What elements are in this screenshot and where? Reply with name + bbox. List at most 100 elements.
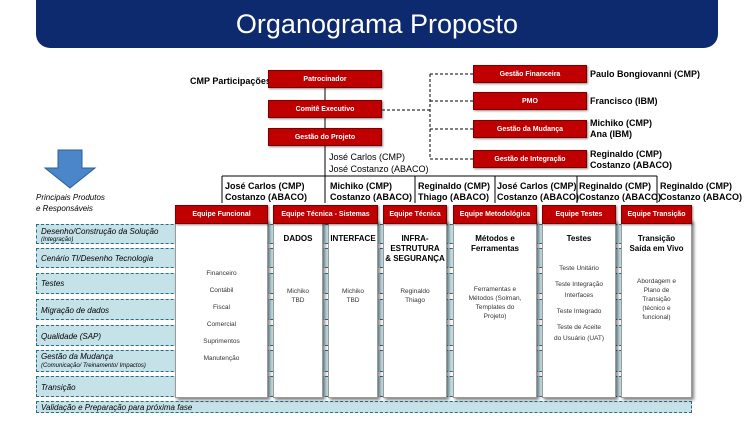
product-item: Thiago bbox=[405, 297, 425, 304]
legend: Principais Produtos e Responsáveis bbox=[36, 192, 105, 214]
transition-column: Transição Saída em Vivo Abordagem e Plan… bbox=[621, 220, 692, 398]
team-lead: José Carlos (CMP) bbox=[497, 181, 577, 191]
product-item: Financeiro bbox=[206, 270, 237, 277]
phase-sublabel: (Comunicação/ Treinamento/ Impactos) bbox=[41, 363, 146, 369]
interface-items: Michiko TBD bbox=[329, 287, 377, 305]
data-heading: DADOS bbox=[283, 234, 313, 243]
phase-label: Testes bbox=[41, 279, 65, 288]
phase-label: Cenário TI/Desenho Tecnologia bbox=[41, 254, 154, 263]
phase-label: Validação e Preparação para próxima fase bbox=[41, 403, 193, 412]
heading-line: Ferramentas bbox=[470, 244, 520, 253]
team-lead: Costanzo (ABACO) bbox=[497, 192, 579, 202]
legend-line: e Responsáveis bbox=[36, 204, 93, 213]
product-item: do Usuário (UAT) bbox=[553, 335, 605, 342]
product-item: Ferramentas e bbox=[473, 286, 517, 293]
phase-label: Transição bbox=[41, 383, 76, 392]
product-item: Teste Unitário bbox=[559, 265, 599, 272]
methodology-items: Ferramentas e Métodos (Solman, Templates… bbox=[454, 285, 536, 321]
phase-row: Validação e Preparação para próxima fase bbox=[36, 401, 692, 413]
product-item: Michiko bbox=[286, 288, 310, 295]
product-item: Teste Integração bbox=[554, 281, 604, 288]
product-item: Comercial bbox=[206, 321, 237, 328]
infrastructure-heading: INFRA- ESTRUTURA & SEGURANÇA bbox=[384, 234, 446, 264]
heading-line: Saída em Vivo bbox=[629, 244, 684, 253]
phase-label: Gestão da Mudança bbox=[41, 352, 114, 361]
integration-management-box: Gestão de Integração bbox=[473, 150, 587, 168]
product-item: Projeto) bbox=[483, 313, 507, 320]
data-column: DADOS Michiko TBD bbox=[273, 220, 323, 398]
phase-label: Migração de dados bbox=[41, 306, 110, 315]
pmo-box: PMO bbox=[473, 92, 587, 110]
testing-items: Teste Unitário Teste Integração Interfac… bbox=[543, 263, 615, 344]
heading-line: INFRA- bbox=[401, 234, 429, 243]
product-item: Abordagem e bbox=[636, 278, 677, 285]
project-management-box: Gestão do Projeto bbox=[268, 128, 382, 146]
team-lead: Reginaldo (CMP) bbox=[660, 181, 732, 191]
product-item: TBD bbox=[346, 297, 360, 304]
technical-team-box: Equipe Técnica bbox=[383, 205, 447, 224]
team-lead: José Carlos (CMP) bbox=[225, 181, 305, 191]
product-item: Transição bbox=[642, 296, 671, 303]
sponsor-org-label: CMP Participações bbox=[190, 76, 271, 86]
phase-sublabel: (Integração) bbox=[41, 237, 74, 243]
change-management-box: Gestão da Mudança bbox=[473, 120, 587, 138]
transition-items: Abordagem e Plano de Transição (técnico … bbox=[622, 277, 691, 322]
product-item: Métodos (Solman, bbox=[468, 295, 522, 302]
testing-team-box: Equipe Testes bbox=[542, 205, 616, 224]
product-item: Plano de bbox=[643, 287, 670, 294]
heading-line: ESTRUTURA bbox=[390, 244, 440, 253]
product-item: Suprimentos bbox=[203, 338, 240, 345]
product-item: Contábil bbox=[209, 287, 234, 294]
phase-label: Qualidade (SAP) bbox=[41, 332, 102, 341]
integration-person: Reginaldo (CMP) bbox=[590, 149, 662, 159]
transition-team-box: Equipe Transição bbox=[621, 205, 692, 224]
team-lead: Thiago (ABACO) bbox=[418, 192, 489, 202]
product-item: Fiscal bbox=[213, 304, 230, 311]
functional-items: Financeiro Contábil Fiscal Comercial Sup… bbox=[176, 265, 267, 367]
testing-heading: Testes bbox=[566, 234, 592, 243]
methodology-team-box: Equipe Metodológica bbox=[453, 205, 537, 224]
testing-column: Testes Teste Unitário Teste Integração I… bbox=[542, 220, 616, 398]
team-lead: Reginaldo (CMP) bbox=[418, 181, 490, 191]
infrastructure-column: INFRA- ESTRUTURA & SEGURANÇA Reginaldo T… bbox=[383, 220, 447, 398]
product-item: Teste Integrado bbox=[556, 308, 602, 315]
change-person: Michiko (CMP) bbox=[590, 118, 652, 128]
legend-line: Principais Produtos bbox=[36, 193, 105, 202]
project-person: José Costanzo (ABACO) bbox=[329, 164, 429, 174]
finance-management-box: Gestão Financeira bbox=[473, 65, 587, 83]
team-lead: Michiko (CMP) bbox=[330, 181, 392, 191]
product-item: Michiko bbox=[341, 288, 365, 295]
heading-line: Transição bbox=[637, 234, 676, 243]
page-title: Organograma Proposto bbox=[235, 8, 519, 39]
team-lead: Costanzo (ABACO) bbox=[330, 192, 412, 202]
finance-person: Paulo Bongiovanni (CMP) bbox=[590, 69, 700, 79]
product-item: TBD bbox=[291, 297, 305, 304]
interface-column: INTERFACE Michiko TBD bbox=[328, 220, 378, 398]
transition-heading: Transição Saída em Vivo bbox=[622, 234, 691, 254]
methodology-column: Métodos e Ferramentas Ferramentas e Méto… bbox=[453, 220, 537, 398]
technical-systems-team-box: Equipe Técnica - Sistemas bbox=[273, 205, 378, 224]
pmo-person: Francisco (IBM) bbox=[590, 96, 658, 106]
team-lead: Costanzo (ABACO) bbox=[225, 192, 307, 202]
project-person: José Carlos (CMP) bbox=[329, 152, 406, 162]
heading-line: Métodos e bbox=[475, 234, 515, 243]
team-lead: Reginaldo (CMP) bbox=[579, 181, 651, 191]
integration-person: Costanzo (ABACO) bbox=[590, 160, 672, 170]
sponsor-box: Patrocinador bbox=[268, 70, 382, 88]
methodology-heading: Métodos e Ferramentas bbox=[454, 234, 536, 254]
change-person: Ana (IBM) bbox=[590, 129, 632, 139]
data-items: Michiko TBD bbox=[274, 287, 322, 305]
team-lead: Costanzo (ABACO) bbox=[579, 192, 661, 202]
functional-team-column: Financeiro Contábil Fiscal Comercial Sup… bbox=[175, 220, 268, 398]
interface-heading: INTERFACE bbox=[330, 234, 376, 243]
product-item: Teste de Aceite bbox=[556, 324, 602, 331]
product-item: Interfaces bbox=[564, 292, 594, 299]
team-lead: Costanzo (ABACO) bbox=[660, 192, 742, 202]
functional-team-box: Equipe Funcional bbox=[175, 205, 268, 224]
product-item: Reginaldo bbox=[400, 288, 430, 295]
executive-committee-box: Comitê Executivo bbox=[268, 100, 382, 118]
heading-line: & SEGURANÇA bbox=[385, 254, 445, 263]
product-item: Templates do bbox=[475, 304, 515, 311]
product-item: Manutenção bbox=[203, 355, 240, 362]
